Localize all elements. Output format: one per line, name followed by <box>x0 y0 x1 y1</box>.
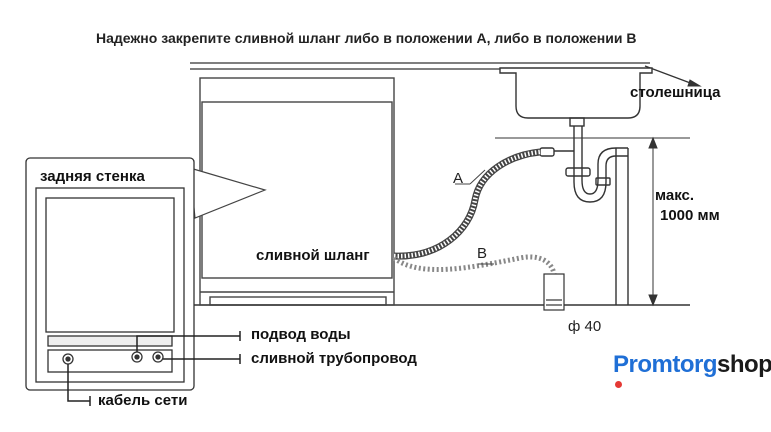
brand-logo: Promtorgshop <box>613 351 771 388</box>
diameter-label: ф 40 <box>568 318 602 335</box>
brand-logo-part2: shop <box>717 351 771 378</box>
page-title: Надежно закрепите сливной шланг либо в п… <box>96 30 637 46</box>
brand-logo-part1: Promtorg <box>613 351 718 378</box>
drain-hose-b <box>392 254 557 275</box>
drain-standpipe <box>543 273 565 311</box>
max-height-label-line2: 1000 мм <box>660 207 720 224</box>
position-a-label: A <box>453 170 464 187</box>
position-pointers <box>455 169 494 265</box>
position-b-label: B <box>477 245 488 262</box>
drain-pipe-label: сливной трубопровод <box>251 350 417 367</box>
height-dimension <box>495 136 690 307</box>
countertop-label: столешница <box>630 84 721 101</box>
power-cable-label: кабель сети <box>98 392 188 409</box>
rear-wall-detail <box>25 157 195 391</box>
siphon <box>539 147 629 305</box>
back-wall-label: задняя стенка <box>40 168 145 185</box>
water-supply-label: подвод воды <box>251 326 351 343</box>
max-height-label-line1: макс. <box>655 187 695 204</box>
drain-hose-a <box>393 148 541 260</box>
drain-hose-label: сливной шланг <box>256 247 370 264</box>
brand-logo-dot <box>615 381 622 388</box>
leader-lines <box>67 331 241 406</box>
sink <box>499 67 653 156</box>
